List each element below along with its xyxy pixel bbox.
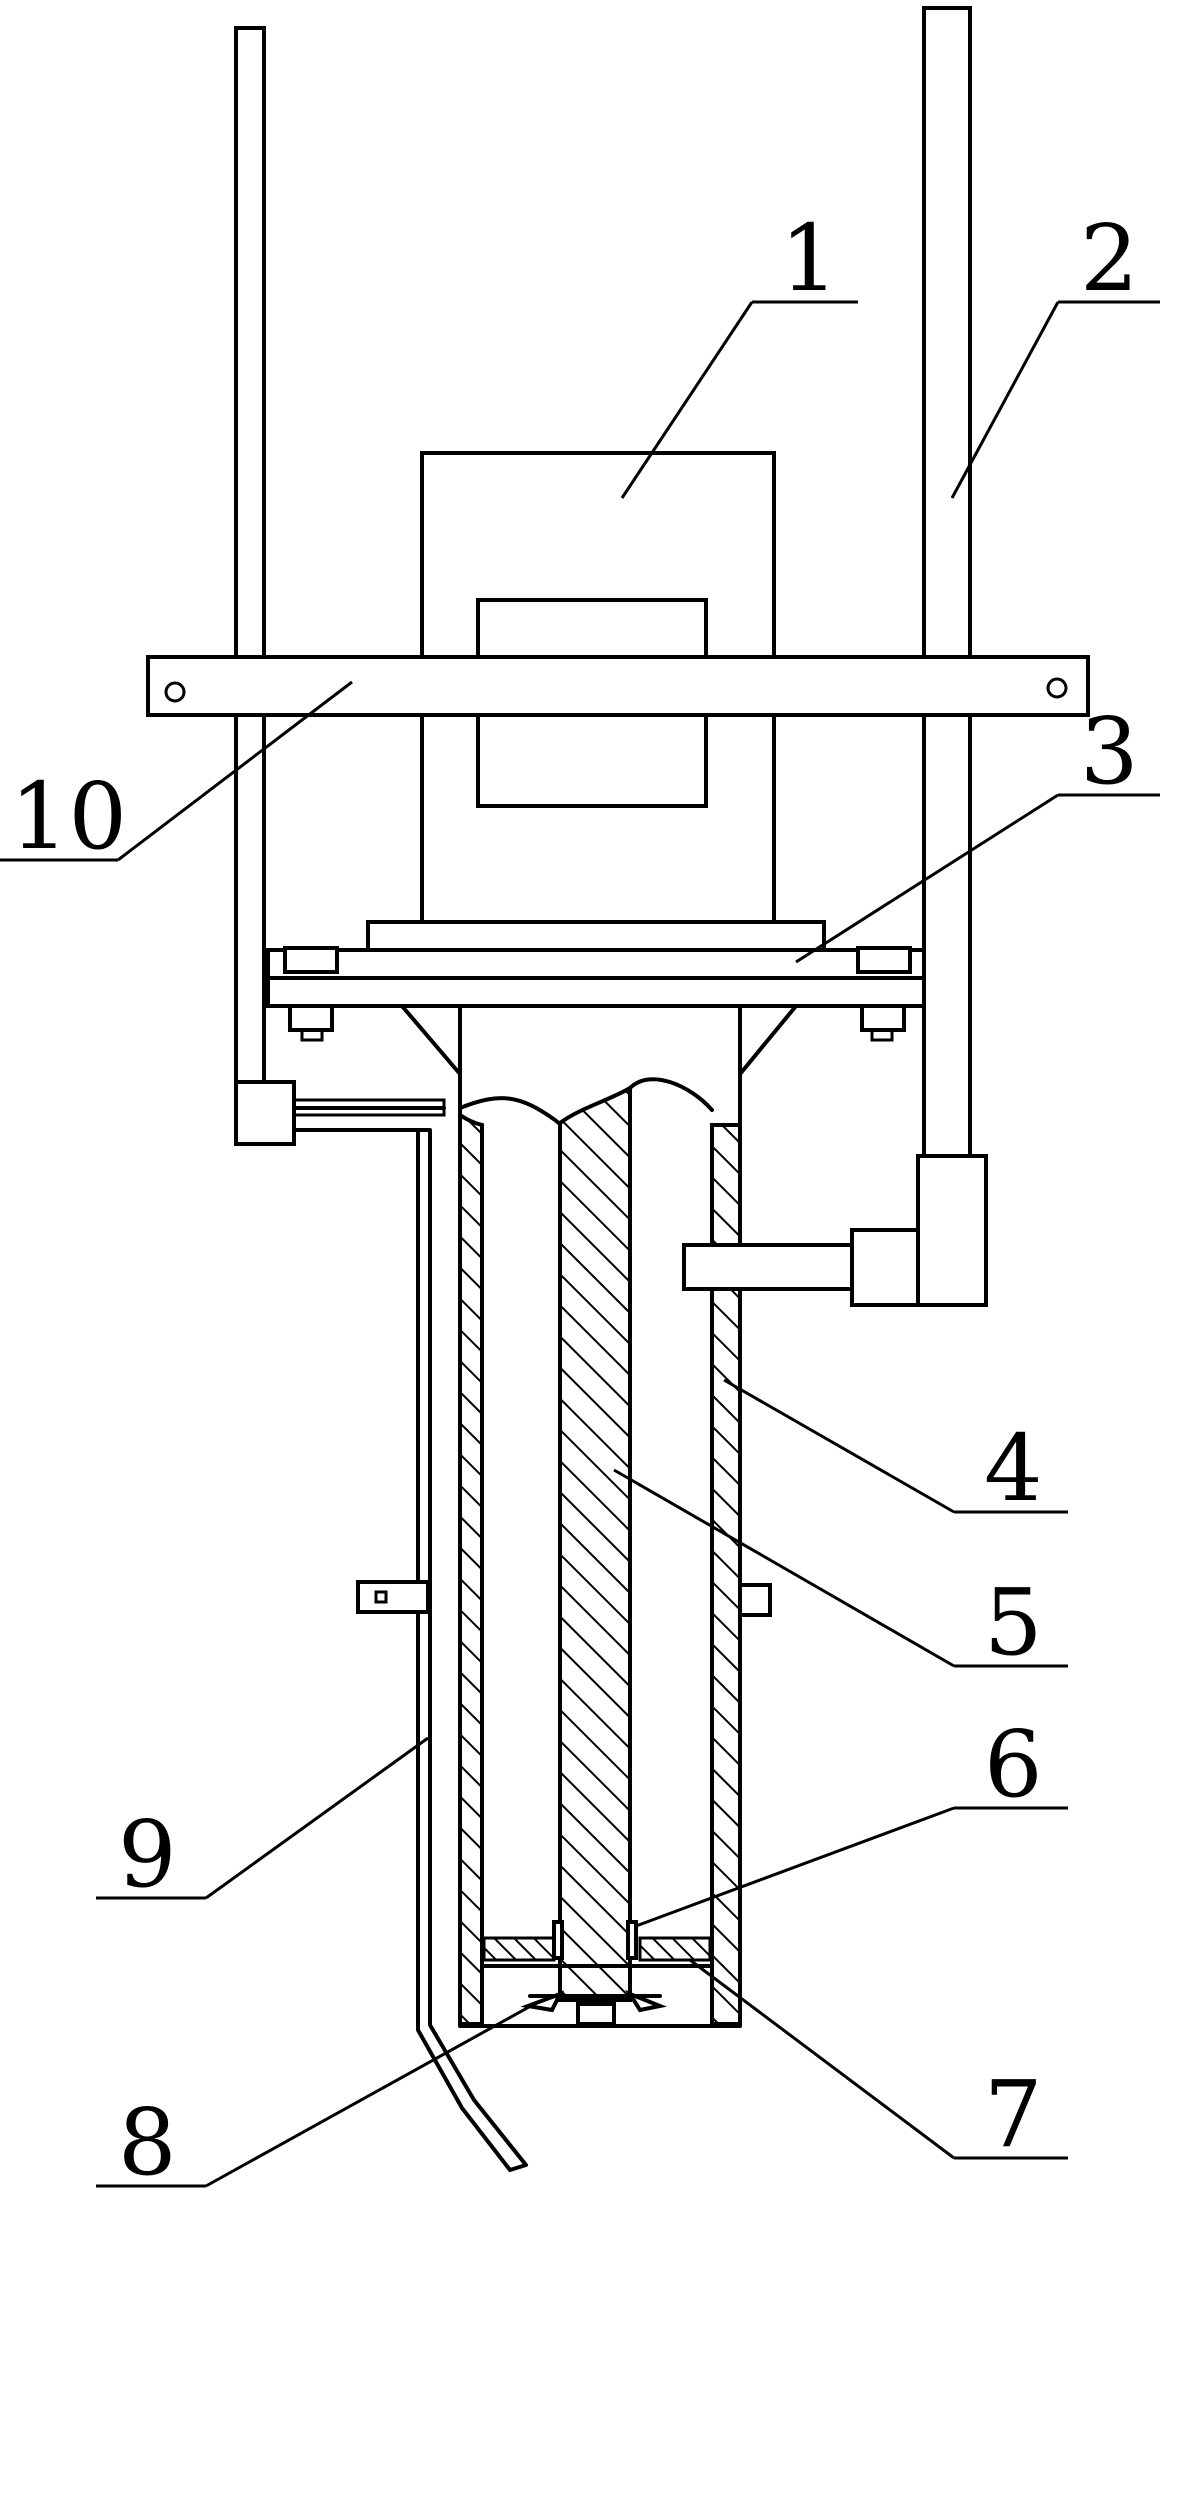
bolt-nut xyxy=(288,1004,334,1032)
right-support-rod xyxy=(922,6,972,1160)
impeller-disk-right xyxy=(638,1936,712,1962)
bolt-head xyxy=(283,946,339,974)
label-part-10: 10 xyxy=(10,763,127,870)
left-support-rod xyxy=(234,26,266,1092)
drive-shaft xyxy=(558,1084,632,2002)
cross-bar xyxy=(146,655,1090,717)
label-part-8: 8 xyxy=(118,2089,177,2196)
cylinder-wall xyxy=(458,1004,742,2028)
side-pipe xyxy=(234,1080,528,2172)
impeller-assembly xyxy=(482,1920,714,2026)
bolt-nut xyxy=(860,1004,906,1032)
bolt-hole-right xyxy=(1046,677,1068,699)
leader-lines xyxy=(0,300,1160,2188)
bolt-hole-left xyxy=(164,681,186,703)
collar-left xyxy=(552,1920,564,1960)
shaft-nut xyxy=(576,2002,616,2026)
label-part-5: 5 xyxy=(984,1569,1043,1676)
impeller-disk-left xyxy=(482,1936,556,1962)
label-part-3: 3 xyxy=(1080,698,1139,805)
label-part-4: 4 xyxy=(984,1415,1043,1522)
label-part-9: 9 xyxy=(118,1801,177,1908)
collar-right xyxy=(626,1920,638,1960)
label-part-6: 6 xyxy=(984,1711,1043,1818)
bolt-head xyxy=(856,946,912,974)
label-part-2: 2 xyxy=(1080,205,1139,312)
right-bracket xyxy=(738,1583,772,1617)
inlet-pipe xyxy=(682,1154,988,1307)
part-labels: 1 2 10 3 4 5 9 6 7 8 xyxy=(10,205,1139,2196)
label-part-7: 7 xyxy=(984,2061,1043,2168)
label-part-1: 1 xyxy=(780,205,839,312)
pipe-bracket xyxy=(356,1580,430,1614)
